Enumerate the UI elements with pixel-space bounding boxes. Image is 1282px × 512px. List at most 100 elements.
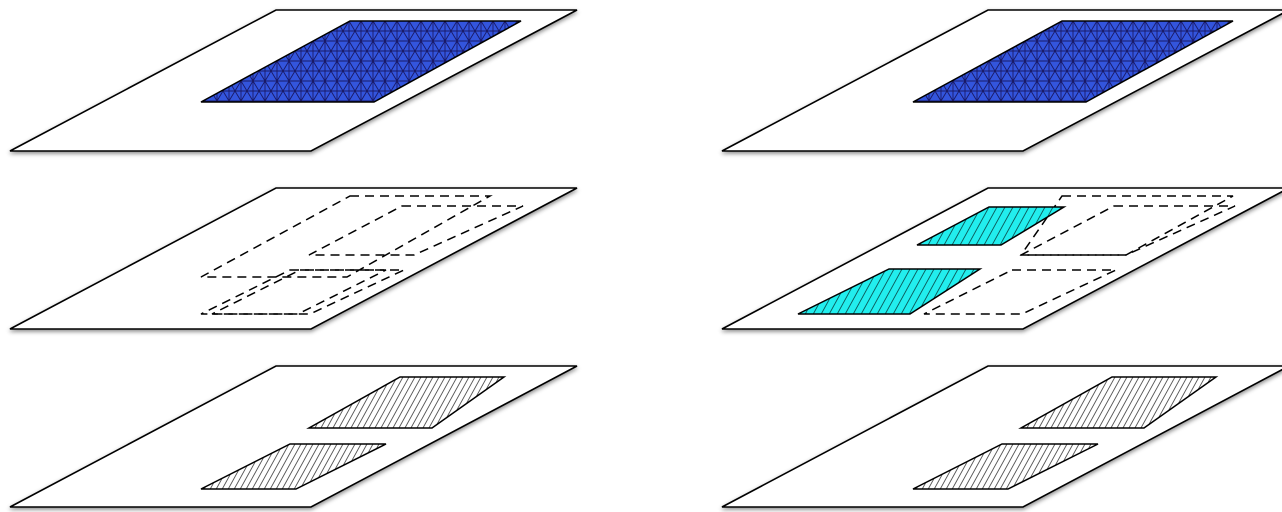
cyan-bottom-region-hatch-line (685, 269, 710, 314)
cyan-bottom-region-hatch-line (589, 269, 614, 314)
grey-hatch-top-col2-outline (1018, 376, 1219, 429)
dashed-cell-2-col1 (308, 205, 524, 256)
cyan-top-region-hatch-line (704, 207, 725, 245)
cyan-top-region-hatch-line (840, 207, 861, 245)
grey-hatch-top-col1-hatch-line (141, 377, 169, 428)
grey-hatch-top-col2-hatch-line (1116, 377, 1146, 428)
grey-hatch-bottom-col1-hatch-line (486, 444, 511, 489)
grey-hatch-top-col1-hatch-line (573, 377, 601, 428)
grey-hatch-top-col1-hatch-line (567, 377, 595, 428)
grey-hatch-bottom-col1-hatch-line (462, 444, 487, 489)
cyan-bottom-region-hatch-line (581, 269, 606, 314)
grey-hatch-bottom-col1-hatch-line (516, 444, 541, 489)
grey-hatch-bottom-col2-hatch-line (1228, 444, 1253, 489)
grey-hatch-bottom-col1-hatch-line (281, 444, 308, 489)
cyan-bottom-region-hatch-line (868, 269, 895, 314)
grey-hatch-bottom-col1-hatch-line (257, 444, 284, 489)
grey-hatch-top-col1-hatch-line (416, 377, 446, 428)
dashed-cell-1-col1 (200, 195, 493, 278)
grey-hatch-bottom-col1-hatch-line (498, 444, 523, 489)
grey-hatch-top-col2-hatch-line (835, 377, 863, 428)
blue-mesh-region-col2-outline (912, 20, 1234, 103)
grey-hatch-top-col2-hatch-line (799, 377, 827, 428)
cyan-bottom-region-hatch-line (733, 269, 758, 314)
grey-hatch-top-col1-hatch-line (135, 377, 163, 428)
blue-mesh-region-col1-outline (200, 20, 522, 103)
grey-hatch-top-col1-hatch-line (368, 377, 398, 428)
cyan-bottom-region-hatch-line (908, 269, 935, 314)
grey-hatch-bottom-col2-hatch-line (1234, 444, 1259, 489)
blue-mesh-region-col2-hatch-line (712, 21, 761, 102)
cyan-top-region-hatch-line (776, 207, 797, 245)
blue-mesh-region-col2-hatch-line (725, 21, 774, 102)
grey-hatch-bottom-col1-hatch-line (0, 444, 13, 489)
blue-mesh-region-col1-hatch-line (1, 21, 50, 102)
grey-hatch-bottom-col1-hatch-line (474, 444, 499, 489)
blue-mesh-region-col1-hatch-line (48, 21, 97, 102)
blue-mesh-region-col1-hatch-line (685, 21, 734, 102)
cyan-bottom-region-hatch-line (669, 269, 694, 314)
grey-hatch-bottom-col1-hatch-line (492, 444, 517, 489)
grey-hatch-bottom-col2-hatch-line (1186, 444, 1211, 489)
cyan-top-region-hatch-line (999, 207, 1022, 245)
blue-mesh-region-col2-hatch-line (688, 21, 737, 102)
cyan-top-region-hatch-line (983, 207, 1006, 245)
grey-hatch-bottom-col2-hatch-line (1005, 444, 1032, 489)
grey-hatch-top-col1-hatch-line (597, 377, 625, 428)
grey-hatch-bottom-col2-hatch-line (1162, 444, 1187, 489)
blue-mesh-region-col2-hatch-line (737, 21, 786, 102)
diagram-root (0, 9, 1282, 508)
grey-hatch-top-col1-hatch-line (404, 377, 434, 428)
grey-hatch-bottom-col2-hatch-line (1174, 444, 1199, 489)
cyan-bottom-region-hatch-line (884, 269, 911, 314)
grey-hatch-bottom-col2-hatch-line (1150, 444, 1175, 489)
cyan-bottom-region-hatch-line (1133, 269, 1158, 314)
grey-hatch-bottom-col1-hatch-line (12, 444, 37, 489)
blue-mesh-region-col1-hatch-line (648, 21, 697, 102)
cyan-bottom-region-hatch-line (709, 269, 734, 314)
cyan-top-region-hatch-line (832, 207, 853, 245)
grey-hatch-top-col1-hatch-line (380, 377, 410, 428)
grey-hatch-top-col2-hatch-line (811, 377, 839, 428)
cyan-top-region-hatch-line (784, 207, 805, 245)
grey-hatch-bottom-col1-hatch-line (510, 444, 535, 489)
grey-hatch-top-col2-hatch-line (841, 377, 869, 428)
dashed-cell-3-col2 (923, 269, 1117, 315)
blue-mesh-region-col2-hatch-line (1252, 21, 1282, 102)
grey-hatch-top-col1-hatch-line (398, 377, 428, 428)
grey-hatch-top-col1-hatch-line (621, 377, 649, 428)
grey-hatch-top-col2-hatch-line (1267, 377, 1282, 428)
grey-hatch-bottom-col2-hatch-line (1138, 444, 1163, 489)
cyan-bottom-region-hatch-line (693, 269, 718, 314)
grey-hatch-bottom-col1-hatch-line (522, 444, 547, 489)
blue-mesh-region-col1-hatch-line (613, 21, 662, 102)
blue-mesh-region-col2-hatch-line (1241, 21, 1282, 102)
cyan-bottom-region-hatch-line (1141, 269, 1166, 314)
blue-mesh-region-col1-hatch-line (553, 21, 602, 102)
blue-mesh-region-col1-hatch-line (0, 21, 25, 102)
blue-mesh-region-col2-hatch-line (736, 21, 785, 102)
grey-hatch-bottom-col2-hatch-line (1240, 444, 1265, 489)
grey-hatch-top-col1-hatch-line (651, 377, 679, 428)
cyan-top-region-hatch-line (991, 207, 1014, 245)
grey-hatch-top-col1-hatch-line (633, 377, 661, 428)
plane-middle-col1 (9, 187, 578, 330)
cyan-top-region-hatch-line (752, 207, 773, 245)
grey-hatch-top-col1-hatch-line (374, 377, 404, 428)
cyan-bottom-region-hatch-line (900, 269, 927, 314)
blue-mesh-region-col1-hatch-line (588, 21, 637, 102)
grey-hatch-bottom-col2-hatch-line (993, 444, 1020, 489)
blue-mesh-region-col1-hatch-line (0, 21, 49, 102)
grey-hatch-bottom-col1-hatch-line (24, 444, 49, 489)
cyan-top-region-hatch-line (728, 207, 749, 245)
grey-hatch-bottom-col1-hatch-line (504, 444, 529, 489)
blue-mesh-region-col1-hatch-line (721, 21, 770, 102)
grey-hatch-top-col2-hatch-line (1110, 377, 1140, 428)
grey-hatch-bottom-col2-hatch-line (999, 444, 1026, 489)
blue-mesh-region-col1-hatch-line (529, 21, 578, 102)
grey-hatch-bottom-col2-hatch-line (742, 444, 767, 489)
grey-hatch-bottom-col1-hatch-line (546, 444, 571, 489)
grey-hatch-top-col2-hatch-line (817, 377, 845, 428)
grey-hatch-bottom-col2-hatch-line (1204, 444, 1229, 489)
blue-mesh-region-col2-hatch-line (1277, 21, 1282, 102)
